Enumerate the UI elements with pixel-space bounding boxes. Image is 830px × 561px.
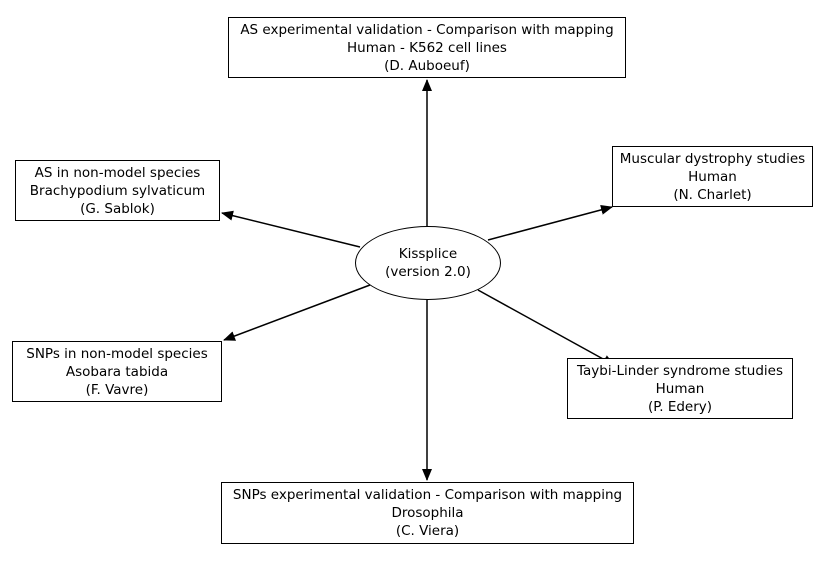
node-contact: (P. Edery) bbox=[647, 398, 713, 415]
node-taybi-linder-syndrome: Taybi-Linder syndrome studies Human (P. … bbox=[567, 358, 793, 419]
node-muscular-dystrophy: Muscular dystrophy studies Human (N. Cha… bbox=[612, 146, 813, 207]
node-contact: (G. Sablok) bbox=[80, 200, 155, 217]
node-title: SNPs in non-model species bbox=[26, 345, 208, 362]
kissplice-center-node: Kissplice (version 2.0) bbox=[355, 226, 501, 300]
node-subject: Asobara tabida bbox=[65, 363, 169, 380]
node-as-non-model-species: AS in non-model species Brachypodium syl… bbox=[15, 160, 220, 221]
node-subject: Brachypodium sylvaticum bbox=[29, 182, 206, 199]
node-contact: (D. Auboeuf) bbox=[384, 57, 470, 74]
arrow-to-right-bottom bbox=[477, 289, 615, 366]
node-as-experimental-validation: AS experimental validation - Comparison … bbox=[228, 17, 626, 78]
arrow-to-left-bottom bbox=[223, 284, 371, 341]
node-snps-non-model-species: SNPs in non-model species Asobara tabida… bbox=[12, 341, 222, 402]
node-title: Taybi-Linder syndrome studies bbox=[577, 362, 783, 379]
node-title: Muscular dystrophy studies bbox=[619, 150, 806, 167]
node-subject: Human - K562 cell lines bbox=[347, 39, 507, 56]
arrow-to-left-top bbox=[221, 210, 361, 248]
node-contact: (F. Vavre) bbox=[85, 381, 149, 398]
node-title: AS experimental validation - Comparison … bbox=[240, 21, 614, 38]
node-subject: Drosophila bbox=[391, 505, 464, 521]
node-subject: Human bbox=[688, 168, 737, 185]
center-title: Kissplice bbox=[398, 246, 458, 262]
center-version: (version 2.0) bbox=[385, 264, 471, 280]
node-title: SNPs experimental validation - Compariso… bbox=[232, 487, 623, 503]
node-contact: (N. Charlet) bbox=[673, 186, 752, 203]
node-snps-experimental-validation: SNPs experimental validation - Compariso… bbox=[221, 482, 634, 544]
node-contact: (C. Viera) bbox=[395, 523, 460, 539]
node-title: AS in non-model species bbox=[34, 164, 201, 181]
node-subject: Human bbox=[655, 380, 705, 397]
arrow-to-right-top bbox=[487, 204, 613, 241]
